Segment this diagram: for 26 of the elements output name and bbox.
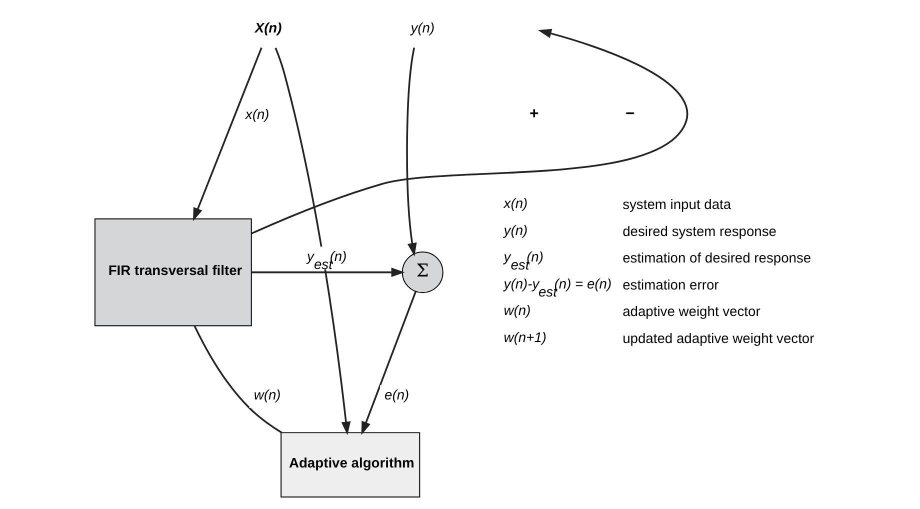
- arrow: [361, 291, 417, 435]
- label: y(n): [504, 222, 528, 238]
- label: estimation of desired response: [622, 250, 812, 266]
- label: estimation error: [622, 276, 719, 292]
- arrow: [251, 28, 688, 234]
- label: desired system response: [622, 222, 776, 239]
- node-circle: Σ: [402, 252, 444, 294]
- edge-label: x(n): [245, 106, 270, 122]
- arrow: [251, 268, 405, 278]
- label: w(n): [504, 302, 531, 318]
- node-box: Adaptive algorithm: [280, 432, 420, 498]
- label: updated adaptive weight vector: [622, 330, 814, 346]
- edge-label: e(n): [384, 386, 410, 403]
- node-text: y(n): [410, 19, 435, 36]
- label: +: [530, 106, 539, 123]
- connector: [194, 326, 282, 434]
- node-box: FIR transversal filter: [94, 218, 252, 326]
- label: x(n): [504, 195, 528, 212]
- arrow: [406, 48, 417, 256]
- arrow: [192, 47, 262, 222]
- edge-label: w(n): [254, 386, 281, 403]
- node-text: X(n): [254, 19, 282, 36]
- label: system input data: [622, 196, 732, 212]
- label: −: [626, 106, 635, 123]
- label: w(n+1): [504, 328, 547, 345]
- label: adaptive weight vector: [622, 303, 760, 320]
